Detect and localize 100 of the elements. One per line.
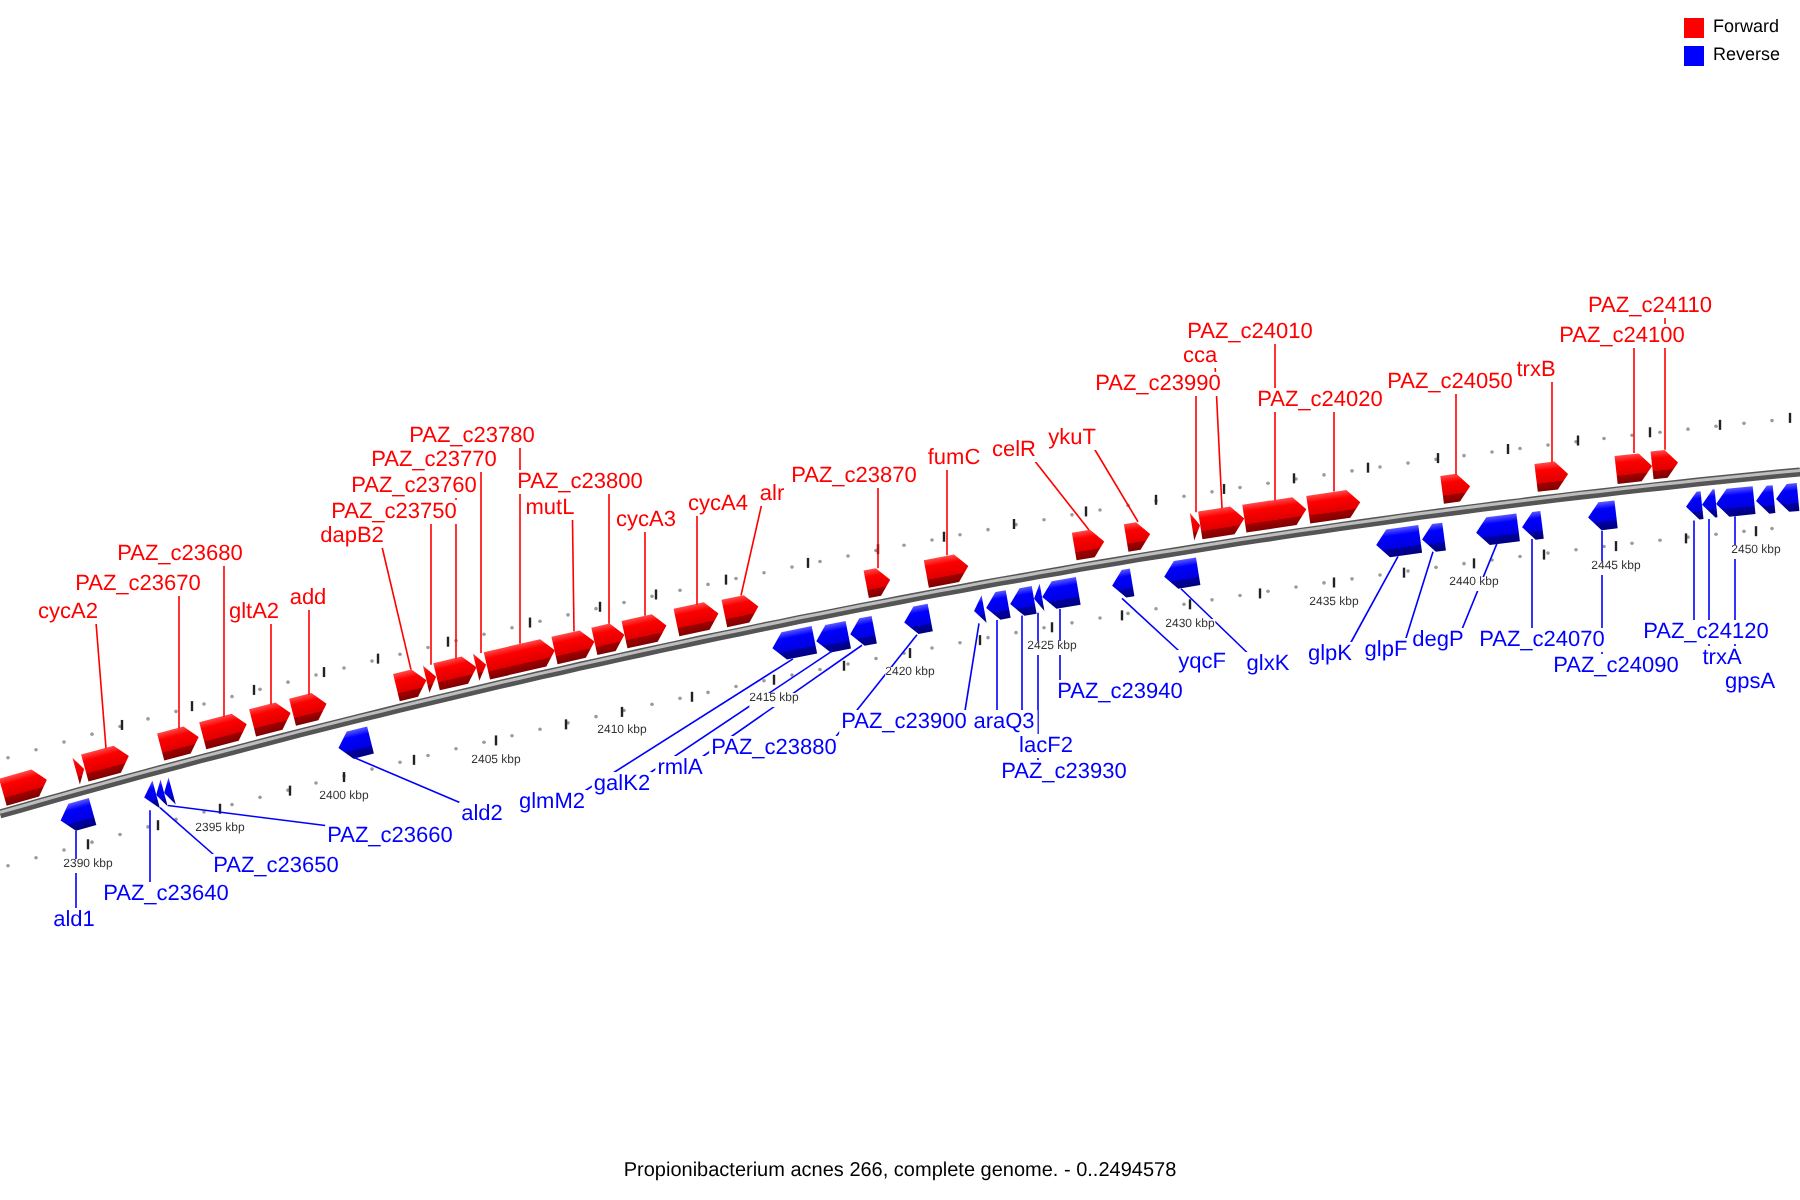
leader-line [696, 513, 698, 606]
gene-block [248, 700, 294, 737]
leader-line [159, 806, 216, 857]
gene-label: gltA2 [226, 600, 282, 624]
gene-label: PAZ_c23800 [515, 470, 645, 494]
gene-block [1650, 448, 1680, 479]
leader-line [1093, 447, 1139, 523]
leader-line [1195, 393, 1197, 514]
leader-line [519, 445, 521, 645]
gene-label: yqcF [1176, 650, 1228, 674]
gene-label: fumC [925, 446, 983, 470]
gene-label: ykuT [1046, 426, 1098, 450]
gene-label: glpK [1305, 642, 1355, 666]
gene-block [901, 604, 933, 637]
gene-label: PAZ_c23660 [325, 824, 455, 848]
gene-label: glxK [1244, 652, 1292, 676]
leader-line [270, 621, 272, 706]
gene-block [1614, 451, 1654, 483]
gene-block [156, 723, 202, 762]
gene-block [1123, 519, 1153, 552]
gene-block [673, 600, 721, 637]
gene-label: trxB [1514, 358, 1558, 382]
legend-label: Reverse [1712, 44, 1780, 66]
gene-block [1189, 511, 1203, 541]
gene-block [160, 776, 176, 807]
gene-label: PAZ_c23940 [1055, 680, 1185, 704]
gene-label: PAZ_c23990 [1093, 372, 1223, 396]
leader-line [95, 621, 107, 750]
leader-line [1333, 409, 1335, 493]
gene-label: PAZ_c23900 [839, 710, 969, 734]
leader-line [571, 517, 575, 633]
gene-label: araQ3 [971, 710, 1037, 734]
gene-label: degP [1410, 628, 1466, 652]
leader-line [1180, 587, 1250, 655]
leader-line [964, 622, 980, 713]
legend-label: Forward [1712, 16, 1779, 38]
gene-block [1420, 522, 1446, 554]
gene-label: PAZ_c23770 [369, 448, 499, 472]
gene-block [0, 765, 50, 805]
gene-label: PAZ_c23670 [73, 572, 203, 596]
gene-label: alr [757, 482, 787, 506]
leader-line [946, 467, 948, 556]
gene-block [1161, 558, 1201, 592]
gene-block [1440, 472, 1472, 505]
leader-line [1693, 519, 1695, 623]
gene-block [863, 566, 893, 599]
gene-label: PAZ_c24020 [1255, 388, 1385, 412]
leader-line [480, 469, 482, 654]
gene-label: galK2 [591, 772, 653, 796]
leader-line [1551, 379, 1553, 464]
leader-line [381, 545, 412, 671]
gene-label: glpF [1362, 638, 1410, 662]
gene-label: PAZ_c23680 [115, 542, 245, 566]
gene-label: PAZ_c23640 [101, 882, 231, 906]
gene-label: cycA4 [686, 492, 750, 516]
gene-label: PAZ_c24110 [1586, 294, 1714, 318]
gene-block [1071, 527, 1107, 561]
gene-block [923, 551, 971, 587]
gene-label: ald2 [459, 802, 505, 826]
gene-label: lacF2 [1017, 734, 1075, 758]
leader-line [1633, 345, 1635, 454]
gene-block [72, 754, 88, 785]
leader-line [308, 607, 310, 696]
gene-label: rmlA [655, 756, 705, 780]
leader-line [740, 503, 763, 597]
gene-label: PAZ_c23750 [329, 500, 459, 524]
caption: Propionibacterium acnes 266, complete genome. - 0..2494578 [623, 1158, 1177, 1186]
leader-line [167, 804, 330, 827]
leader-line [644, 529, 646, 617]
gene-label: cycA2 [36, 600, 100, 624]
gene-block [56, 798, 96, 835]
gene-block [392, 666, 430, 701]
gene-label: glmM2 [517, 790, 587, 814]
leader-line [1121, 597, 1181, 653]
gene-block [198, 711, 250, 750]
gene-label: PAZ_c24100 [1557, 324, 1687, 348]
gene-block [550, 627, 598, 664]
gene-block [288, 690, 330, 727]
leader-line [1455, 391, 1457, 476]
gene-block [152, 779, 168, 809]
leader-line [430, 521, 432, 666]
gene-label: PAZ_c23870 [789, 464, 919, 488]
gene-block [1007, 585, 1037, 618]
gene-block [1684, 491, 1704, 522]
gene-block [472, 652, 490, 682]
leader-line [1349, 555, 1399, 645]
gene-block [1534, 460, 1570, 493]
leader-line [1033, 459, 1090, 531]
gene-label: gpsA [1722, 670, 1778, 694]
gene-label: ald1 [51, 908, 97, 932]
gene-block [721, 592, 761, 627]
leader-line [353, 756, 464, 805]
gene-label: celR [990, 438, 1038, 462]
leader-line [996, 619, 998, 713]
gene-label: cca [1180, 344, 1220, 368]
gene-block [847, 615, 877, 648]
gene-label: PAZ_c23780 [407, 424, 537, 448]
gene-block [590, 620, 627, 655]
gene-block [1754, 484, 1776, 515]
gene-label: PAZ_c23930 [999, 760, 1129, 784]
